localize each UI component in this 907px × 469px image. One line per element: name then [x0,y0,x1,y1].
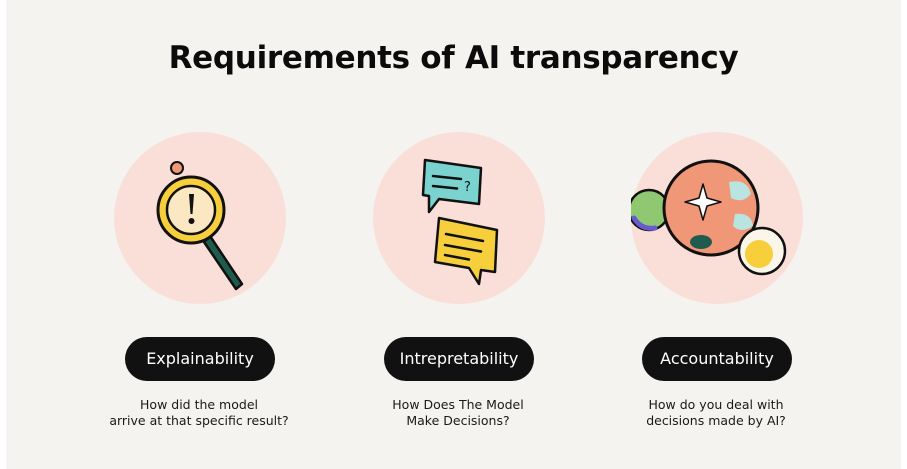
explainability-pill: Explainability [125,337,275,381]
question-mark: ? [464,180,471,195]
spheres-icon [631,159,787,276]
accountability-pill: Accountability [642,337,792,381]
description-line: How do you deal with [648,397,784,412]
description-line: decisions made by AI? [646,413,786,428]
accountability-description: How do you deal with decisions made by A… [586,397,846,429]
card-intrepretability: ? Intrepretability How Does The Model Ma… [328,0,588,469]
explainability-description: How did the model arrive at that specifi… [69,397,329,429]
description-line: arrive at that specific result? [109,413,289,428]
magnifying-glass-icon [156,161,244,291]
infographic-canvas: Requirements of AI transparency Explaina… [6,0,901,469]
illustration-circle [631,132,803,304]
description-line: How Does The Model [392,397,524,412]
card-accountability: Accountability How do you deal with deci… [586,0,846,469]
card-explainability: Explainability How did the model arrive … [69,0,329,469]
page-title: Requirements of AI transparency [168,40,739,76]
intrepretability-description: How Does The Model Make Decisions? [328,397,588,429]
illustration-circle [114,132,286,304]
intrepretability-pill: Intrepretability [384,337,534,381]
description-line: Make Decisions? [406,413,510,428]
description-line: How did the model [140,397,258,412]
illustration-circle: ? [373,132,545,304]
speech-bubbles-icon: ? [421,158,499,286]
